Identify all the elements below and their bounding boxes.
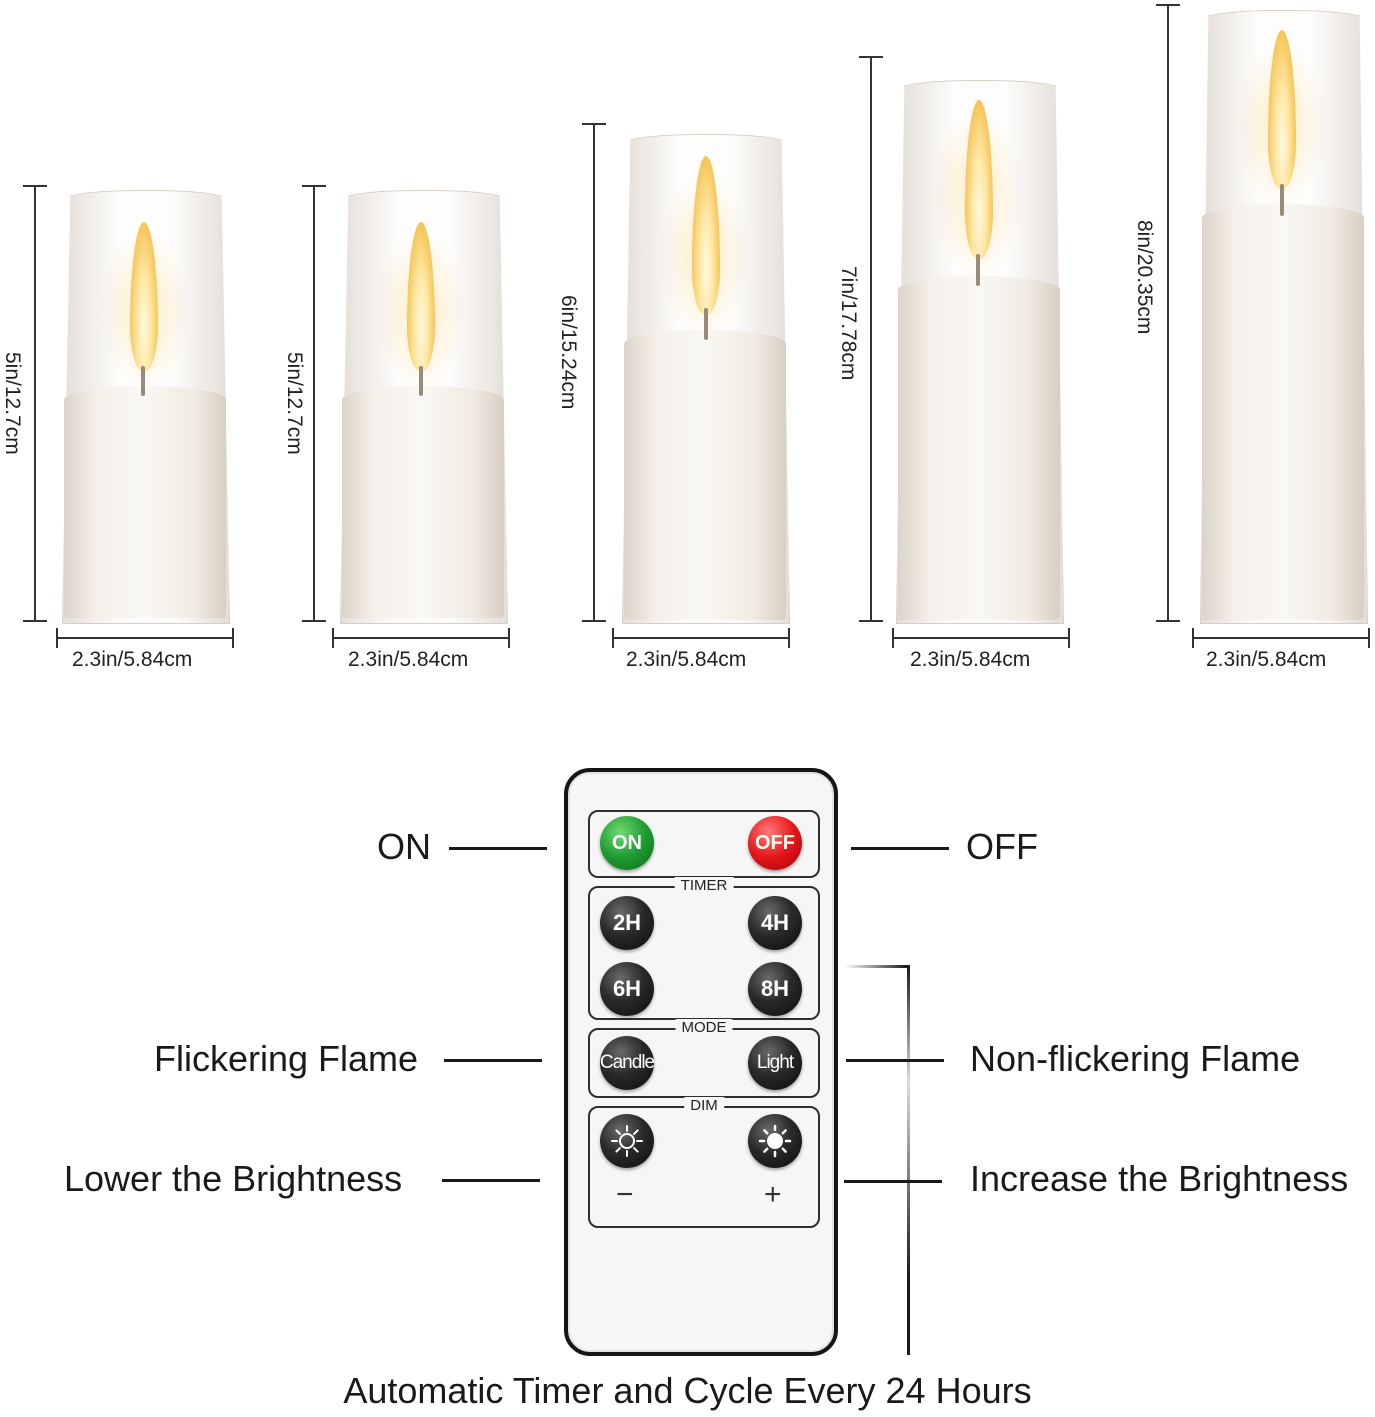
power-panel: ON OFF bbox=[588, 810, 820, 878]
height-dimension-line bbox=[859, 56, 883, 622]
candle-wick bbox=[704, 308, 708, 340]
callout-increase-brightness: Increase the Brightness bbox=[970, 1158, 1349, 1199]
candle-5-width-label: 2.3in/5.84cm bbox=[1206, 648, 1327, 671]
on-button[interactable]: ON bbox=[600, 816, 654, 870]
height-dimension-line bbox=[302, 185, 326, 622]
sun-outline-icon bbox=[611, 1125, 643, 1157]
dim-up-button[interactable] bbox=[748, 1114, 802, 1168]
callout-flickering: Flickering Flame bbox=[154, 1038, 419, 1079]
width-dimension-line bbox=[332, 628, 510, 648]
candle-4-width-label: 2.3in/5.84cm bbox=[910, 648, 1031, 671]
off-button[interactable]: OFF bbox=[748, 816, 802, 870]
candle-wax bbox=[624, 330, 786, 620]
candle-wax bbox=[1202, 204, 1364, 620]
timer-bracket-line bbox=[845, 965, 907, 968]
mode-panel: MODE Candle Light bbox=[588, 1019, 820, 1098]
candle-wick bbox=[1280, 184, 1284, 216]
plus-sign: + bbox=[764, 1178, 782, 1211]
mode-candle-button[interactable]: Candle bbox=[600, 1036, 655, 1090]
callout-off: OFF bbox=[966, 826, 1038, 867]
height-dimension-line bbox=[1156, 4, 1180, 622]
callout-line-on bbox=[449, 847, 547, 850]
candle-wick bbox=[419, 366, 423, 396]
candle-1-height-label: 5in/12.7cm bbox=[1, 352, 24, 455]
width-dimension-line bbox=[612, 628, 790, 648]
dim-title: DIM bbox=[684, 1097, 724, 1114]
candle-wick bbox=[976, 254, 980, 286]
callout-line-flickering bbox=[444, 1059, 542, 1062]
sun-filled-icon bbox=[758, 1124, 792, 1158]
timer-vertical-line bbox=[907, 965, 910, 1355]
callout-non-flickering: Non-flickering Flame bbox=[970, 1038, 1301, 1079]
candle-5-height-label: 8in/20.35cm bbox=[1133, 220, 1156, 335]
timer-panel: TIMER 2H 4H 6H 8H bbox=[588, 877, 820, 1020]
candle-1-width-label: 2.3in/5.84cm bbox=[72, 648, 193, 671]
mode-title: MODE bbox=[675, 1019, 733, 1036]
candle-3-width-label: 2.3in/5.84cm bbox=[626, 648, 747, 671]
timer-title: TIMER bbox=[674, 877, 734, 894]
width-dimension-line bbox=[1192, 628, 1370, 648]
callout-on: ON bbox=[377, 826, 431, 867]
height-dimension-line bbox=[582, 123, 606, 622]
dim-down-button[interactable] bbox=[600, 1114, 654, 1168]
mode-light-button[interactable]: Light bbox=[748, 1036, 802, 1090]
candle-wick bbox=[141, 366, 145, 396]
candle-3-height-label: 6in/15.24cm bbox=[557, 295, 580, 410]
callout-lower-brightness: Lower the Brightness bbox=[64, 1158, 403, 1199]
timer-4h-button[interactable]: 4H bbox=[748, 896, 802, 950]
width-dimension-line bbox=[892, 628, 1070, 648]
candle-wax bbox=[64, 386, 226, 618]
callout-line-increase bbox=[844, 1180, 942, 1183]
callout-line-off bbox=[851, 847, 949, 850]
callout-line-non-flickering bbox=[846, 1059, 944, 1062]
width-dimension-line bbox=[56, 628, 234, 648]
timer-8h-button[interactable]: 8H bbox=[748, 962, 802, 1016]
candle-wax bbox=[898, 276, 1060, 620]
candle-2-width-label: 2.3in/5.84cm bbox=[348, 648, 469, 671]
timer-2h-button[interactable]: 2H bbox=[600, 896, 654, 950]
candle-4-height-label: 7in/17.78cm bbox=[837, 266, 860, 381]
candle-2-height-label: 5in/12.7cm bbox=[283, 352, 306, 455]
height-dimension-line bbox=[23, 185, 47, 622]
candle-wax bbox=[342, 386, 504, 618]
dim-panel: DIM − bbox=[588, 1097, 820, 1228]
timer-6h-button[interactable]: 6H bbox=[600, 962, 654, 1016]
minus-sign: − bbox=[616, 1178, 634, 1211]
remote-control: ON OFF TIMER 2H 4H 6H 8H MODE Candle Lig… bbox=[564, 768, 838, 1356]
callout-line-lower bbox=[442, 1179, 540, 1182]
footer-caption: Automatic Timer and Cycle Every 24 Hours bbox=[343, 1370, 1032, 1411]
